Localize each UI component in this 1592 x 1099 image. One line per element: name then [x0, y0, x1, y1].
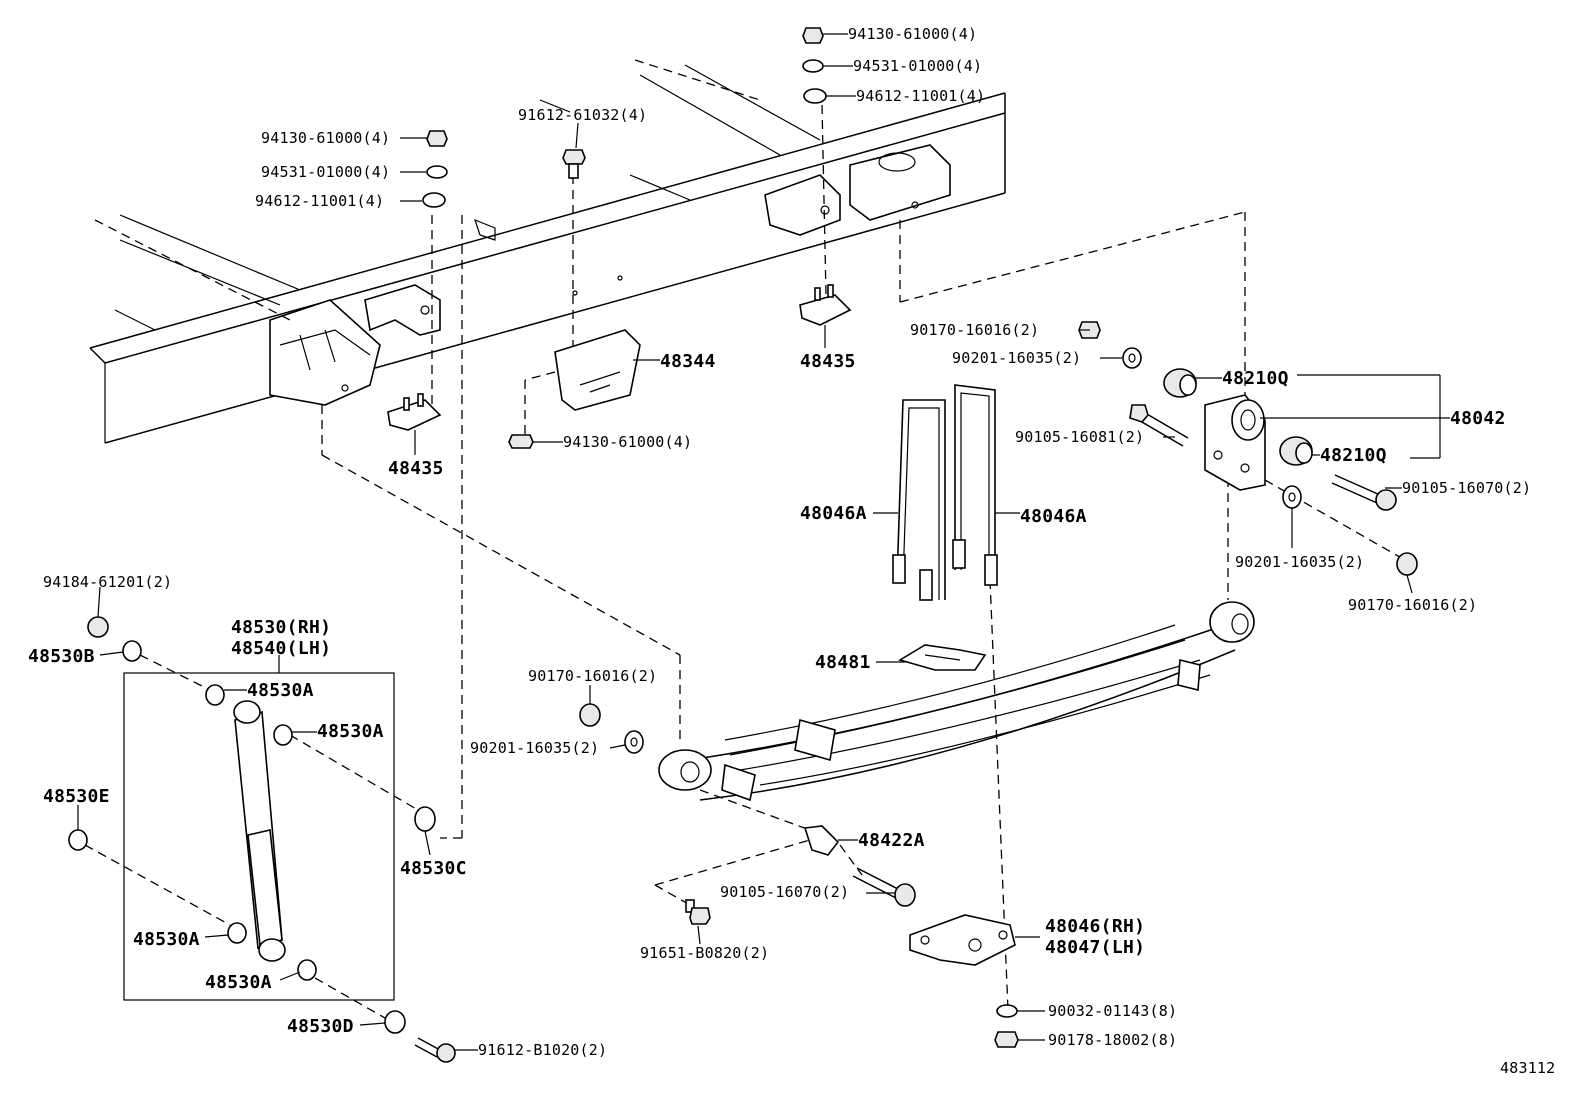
part-label: 90105-16070(2)	[1402, 479, 1531, 497]
part-label: 91612-B1020(2)	[478, 1041, 607, 1059]
part-label: 90201-16035(2)	[470, 739, 599, 757]
assembly-guide-lines	[84, 59, 1406, 1019]
part-label: 48046A	[1020, 506, 1087, 527]
part-label: 94130-61000(4)	[848, 25, 977, 43]
part-label: 94531-01000(4)	[853, 57, 982, 75]
part-label: 48046(RH)	[1045, 916, 1145, 937]
part-label: 48344	[660, 351, 716, 372]
part-label: 48210Q	[1320, 445, 1387, 466]
part-label: 48540(LH)	[231, 638, 331, 659]
part-label: 90105-16070(2)	[720, 883, 849, 901]
part-label: 48530A	[247, 680, 314, 701]
part-label: 48530(RH)	[231, 617, 331, 638]
part-label: 48530C	[400, 858, 467, 879]
part-label: 90178-18002(8)	[1048, 1031, 1177, 1049]
part-label: 94130-61000(4)	[261, 129, 390, 147]
shock-absorber-box	[123, 672, 395, 1001]
part-label: 48210Q	[1222, 368, 1289, 389]
part-label: 48481	[815, 652, 871, 673]
part-label: 48435	[800, 351, 856, 372]
part-label: 48422A	[858, 830, 925, 851]
part-label: 94184-61201(2)	[43, 573, 172, 591]
part-label: 48042	[1450, 408, 1506, 429]
part-label: 48047(LH)	[1045, 937, 1145, 958]
leader-lines	[77, 33, 1450, 1051]
part-label: 90201-16035(2)	[952, 349, 1081, 367]
part-label: 48530A	[317, 721, 384, 742]
figure-id: 483112	[1500, 1059, 1555, 1077]
part-label: 90170-16016(2)	[910, 321, 1039, 339]
vehicle-frame	[89, 64, 1006, 444]
part-label: 48435	[388, 458, 444, 479]
part-label: 48530B	[28, 646, 95, 667]
part-label: 48530A	[205, 972, 272, 993]
part-label: 48530A	[133, 929, 200, 950]
part-label: 90032-01143(8)	[1048, 1002, 1177, 1020]
part-label: 90201-16035(2)	[1235, 553, 1364, 571]
part-label: 48530E	[43, 786, 110, 807]
part-label: 90105-16081(2)	[1015, 428, 1144, 446]
part-label: 94531-01000(4)	[261, 163, 390, 181]
part-label: 94612-11001(4)	[856, 87, 985, 105]
part-label: 94130-61000(4)	[563, 433, 692, 451]
part-label: 91651-B0820(2)	[640, 944, 769, 962]
hardware-parts	[68, 27, 1418, 1063]
part-label: 90170-16016(2)	[528, 667, 657, 685]
part-label: 91612-61032(4)	[518, 106, 647, 124]
part-labels: 94130-61000(4) 94531-01000(4) 94612-1100…	[28, 25, 1555, 1077]
part-label: 90170-16016(2)	[1348, 596, 1477, 614]
part-label: 48530D	[287, 1016, 354, 1037]
part-label: 48046A	[800, 503, 867, 524]
part-label: 94612-11001(4)	[255, 192, 384, 210]
